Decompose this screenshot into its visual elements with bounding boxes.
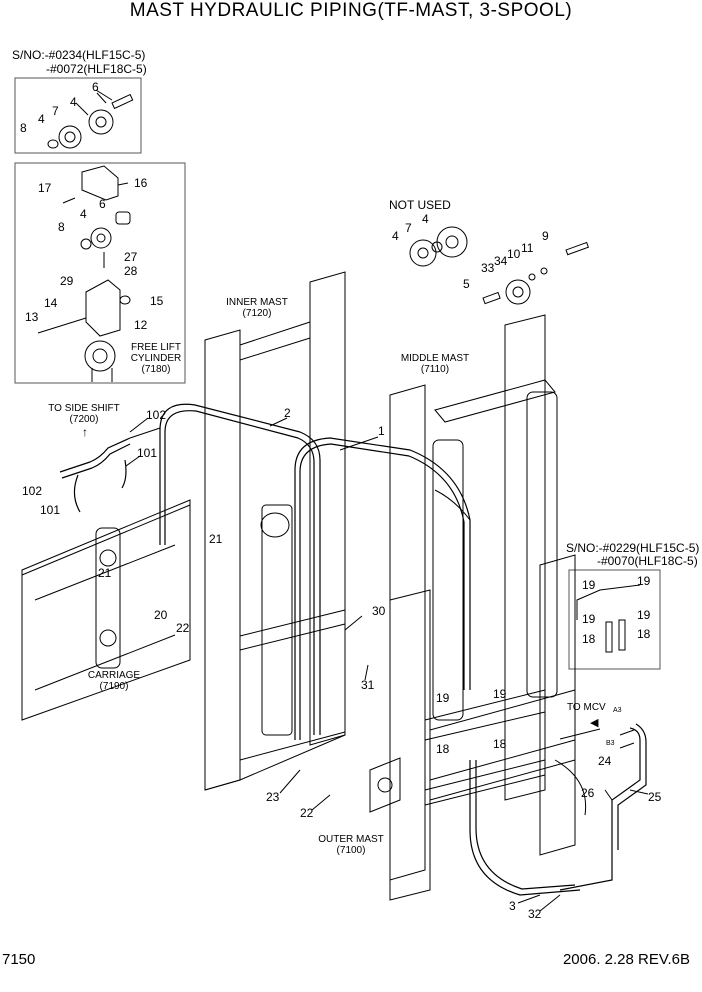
callout-18: 18 xyxy=(582,632,596,646)
callout-29: 29 xyxy=(60,274,74,288)
callout-4: 4 xyxy=(38,112,45,126)
up-arrow-icon: ↑ xyxy=(82,425,88,439)
callout-16: 16 xyxy=(134,176,148,190)
callout-34: 34 xyxy=(494,254,508,268)
carriage-number: (7190) xyxy=(99,681,129,692)
callout-102: 102 xyxy=(22,484,43,498)
callout-26: 26 xyxy=(581,786,595,800)
callout-22: 22 xyxy=(176,621,190,635)
callout-6: 6 xyxy=(99,197,106,211)
callout-21: 21 xyxy=(98,566,112,580)
callout-7: 7 xyxy=(405,221,412,235)
page-number: 7150 xyxy=(2,951,36,968)
callout-13: 13 xyxy=(25,310,39,324)
callout-12: 12 xyxy=(134,318,148,332)
callout-2: 2 xyxy=(284,406,291,420)
callout-30: 30 xyxy=(372,604,386,618)
callout-28: 28 xyxy=(124,264,138,278)
callout-19: 19 xyxy=(637,608,651,622)
callout-18: 18 xyxy=(637,627,651,641)
free-lift-number: (7180) xyxy=(141,364,171,375)
callout-33: 33 xyxy=(481,261,495,275)
serial-note-line1: S/NO:-#0234(HLF15C-5) xyxy=(12,48,146,62)
callout-1: 1 xyxy=(378,424,385,438)
callout-9: 9 xyxy=(542,229,549,243)
callout-20: 20 xyxy=(154,608,168,622)
serial-note-right-line1: S/NO:-#0229(HLF15C-5) xyxy=(566,541,700,555)
callout-8: 8 xyxy=(58,220,65,234)
callout-11: 11 xyxy=(521,241,534,255)
port-a3-label: A3 xyxy=(613,707,622,714)
callout-7: 7 xyxy=(52,104,59,118)
free-lift-label-2: CYLINDER xyxy=(130,353,182,364)
to-mcv-label: TO MCV xyxy=(567,702,606,713)
callout-8: 8 xyxy=(20,121,27,135)
callout-19: 19 xyxy=(637,574,651,588)
outer-mast-label: OUTER MAST xyxy=(318,834,384,845)
inner-mast-number: (7120) xyxy=(242,308,272,319)
callout-3: 3 xyxy=(509,899,516,913)
callout-27: 27 xyxy=(124,250,138,264)
callout-102: 102 xyxy=(146,408,167,422)
callout-4: 4 xyxy=(392,229,399,243)
serial-note-line2: -#0072(HLF18C-5) xyxy=(46,62,147,76)
callout-19: 19 xyxy=(493,687,507,701)
inner-mast-label: INNER MAST xyxy=(226,297,288,308)
callout-14: 14 xyxy=(44,296,58,310)
date-revision: 2006. 2.28 REV.6B xyxy=(562,951,690,968)
callout-18: 18 xyxy=(436,742,450,756)
callout-4: 4 xyxy=(80,207,87,221)
free-lift-label: FREE LIFT xyxy=(130,342,181,353)
callout-5: 5 xyxy=(463,277,470,291)
callout-25: 25 xyxy=(648,790,662,804)
callout-21: 21 xyxy=(209,532,223,546)
left-arrow-icon: ◀ xyxy=(590,717,599,729)
callout-19: 19 xyxy=(582,578,596,592)
middle-mast-number: (7110) xyxy=(420,364,450,375)
callout-15: 15 xyxy=(150,294,164,308)
callout-19: 19 xyxy=(436,691,450,705)
not-used-label: NOT USED xyxy=(389,198,451,212)
callout-24: 24 xyxy=(598,754,612,768)
to-side-shift-label: TO SIDE SHIFT xyxy=(48,403,120,414)
callout-19: 19 xyxy=(582,612,596,626)
callout-4: 4 xyxy=(422,212,429,226)
to-side-shift-number: (7200) xyxy=(69,414,99,425)
middle-mast-label: MIDDLE MAST xyxy=(400,353,470,364)
callout-17: 17 xyxy=(38,181,52,195)
port-b3-label: B3 xyxy=(606,740,615,747)
callout-101: 101 xyxy=(40,503,61,517)
callout-18: 18 xyxy=(493,737,507,751)
callout-23: 23 xyxy=(266,790,280,804)
callout-31: 31 xyxy=(361,678,375,692)
callout-6: 6 xyxy=(92,80,99,94)
serial-note-right-line2: -#0070(HLF18C-5) xyxy=(597,554,698,568)
callout-101: 101 xyxy=(137,446,158,460)
callout-32: 32 xyxy=(528,907,542,921)
carriage-label: CARRIAGE xyxy=(87,670,141,681)
callout-22: 22 xyxy=(300,806,314,820)
callout-10: 10 xyxy=(507,247,521,261)
page-title: MAST HYDRAULIC PIPING(TF-MAST, 3-SPOOL) xyxy=(129,0,573,21)
outer-mast-number: (7100) xyxy=(336,845,366,856)
callout-4: 4 xyxy=(70,95,77,109)
